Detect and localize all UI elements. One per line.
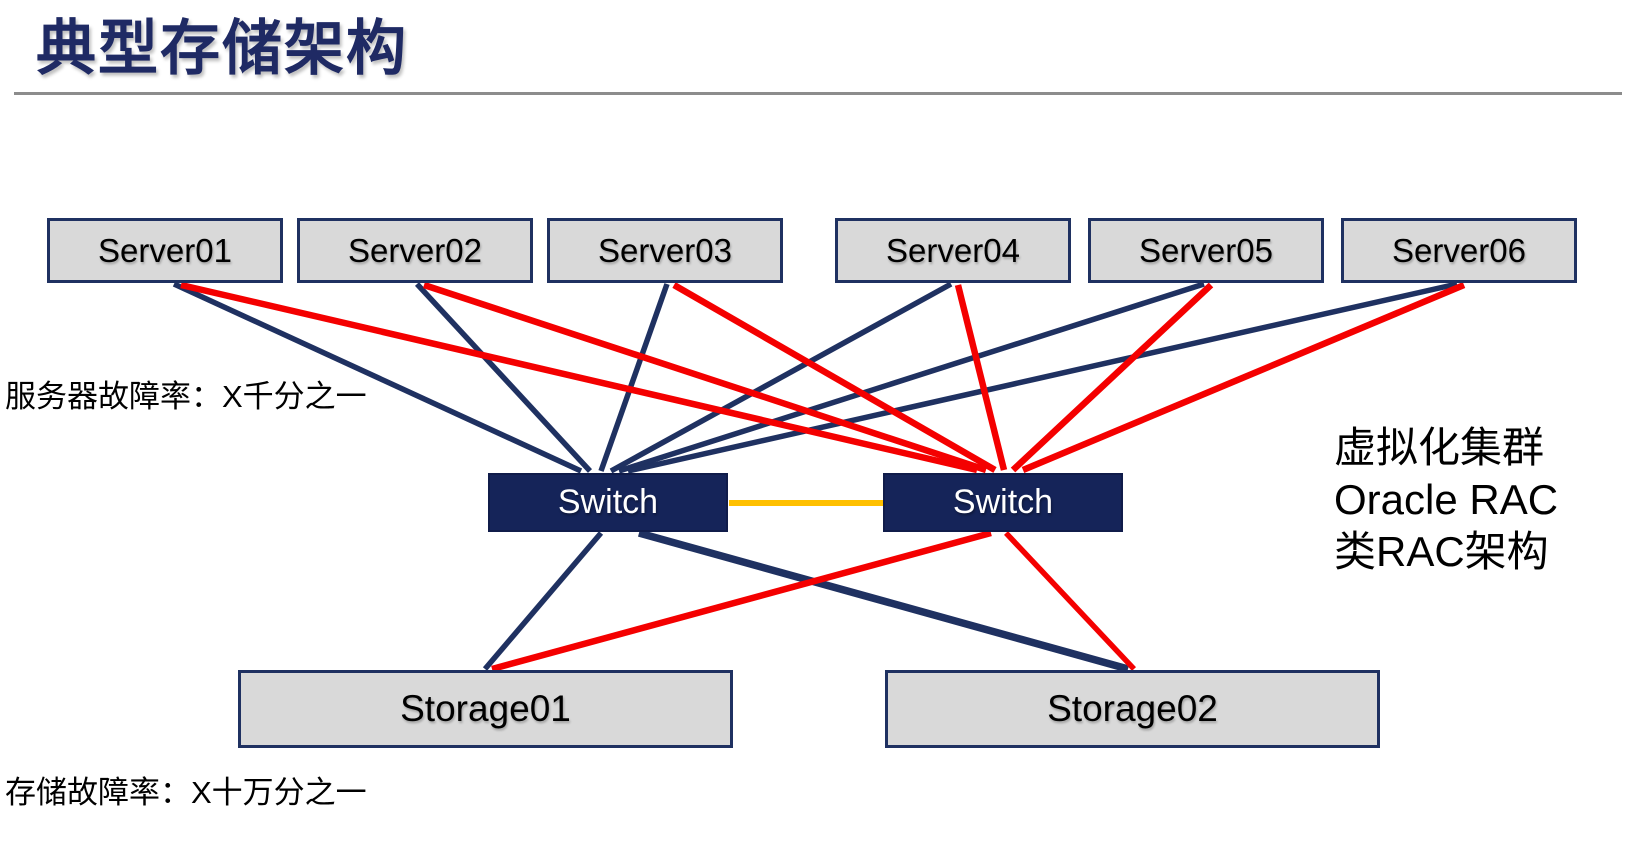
node-switch1: Switch — [488, 473, 728, 532]
link-switch1-storage02 — [637, 529, 1130, 673]
link-server05-switch2 — [1010, 282, 1214, 473]
node-server01: Server01 — [47, 218, 283, 283]
link-server04-switch1 — [609, 281, 953, 474]
link-switch1-storage01 — [482, 531, 604, 671]
cluster-note-line-2: Oracle RAC — [1334, 476, 1559, 523]
node-server06: Server06 — [1341, 218, 1577, 283]
link-server05-switch1 — [618, 281, 1205, 474]
link-server04-switch2 — [954, 284, 1008, 471]
node-server05: Server05 — [1088, 218, 1324, 283]
link-server03-switch1 — [598, 283, 670, 472]
storage-failure-note: 存储故障率：X十万分之一 — [5, 775, 367, 810]
cluster-note: 虚拟化集群 Oracle RAC 类RAC架构 — [1334, 422, 1558, 578]
node-storage01: Storage01 — [238, 670, 733, 748]
link-server02-switch2 — [422, 281, 988, 474]
cluster-note-line-3: 类RAC架构 — [1334, 528, 1549, 575]
link-server03-switch2 — [672, 282, 997, 473]
cluster-note-line-1: 虚拟化集群 — [1334, 424, 1545, 471]
title-divider — [14, 92, 1622, 95]
node-storage02: Storage02 — [885, 670, 1380, 748]
node-server02: Server02 — [297, 218, 533, 283]
node-server04: Server04 — [835, 218, 1071, 283]
server-failure-note: 服务器故障率：X千分之一 — [5, 379, 367, 414]
node-switch2: Switch — [883, 473, 1123, 532]
link-switch2-storage02 — [1003, 531, 1137, 671]
link-server02-switch1 — [414, 282, 593, 473]
link-server06-switch1 — [627, 281, 1458, 474]
node-server03: Server03 — [547, 218, 783, 283]
link-switch2-storage01 — [491, 529, 992, 673]
page-title: 典型存储架构 — [36, 15, 408, 82]
